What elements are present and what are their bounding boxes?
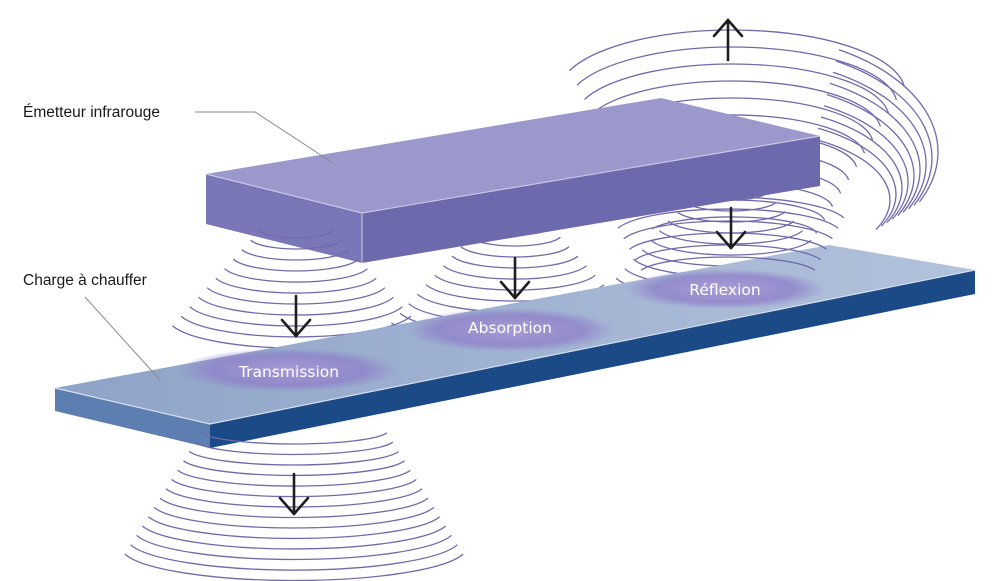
incident-wave-arc (650, 239, 812, 256)
effect-spots (178, 269, 825, 392)
reflected-wave-arc (823, 105, 909, 220)
arrow-down-icon (499, 256, 531, 300)
transmitted-wave-arc (136, 534, 452, 561)
incident-wave-arc (241, 249, 351, 261)
arrow-down-icon (715, 206, 747, 250)
reflection-ring-arc (640, 256, 816, 271)
plate-front-face (210, 270, 975, 448)
transmitted-wave-arc (153, 506, 435, 529)
plate-left-face (55, 388, 210, 448)
incident-wave-arc (460, 246, 570, 258)
incident-wave-arc (693, 192, 769, 201)
incident-wave-arc (215, 277, 377, 294)
transmitted-wave-arc (124, 553, 464, 581)
reflected-wave-arc (584, 63, 890, 114)
infrared-emitter (205, 98, 821, 263)
incident-wave-arc (250, 239, 342, 250)
emitter-top-face (206, 98, 820, 213)
arrow-down-icon (278, 472, 310, 516)
absorption-spot (406, 308, 614, 352)
emitter-callout: Émetteur infrarouge (23, 104, 334, 164)
transmitted-wave-arc (147, 516, 441, 540)
transmission-spot (178, 348, 398, 392)
incident-wave-arc (477, 227, 553, 236)
incident-wave-arc (224, 268, 368, 283)
reflected-wave-arc (838, 49, 939, 203)
reflected-wave-arc (835, 60, 933, 206)
transmitted-wave-arc (194, 441, 394, 456)
emitter-front-face (206, 174, 362, 263)
emitter-callout-label: Émetteur infrarouge (23, 104, 160, 121)
reflected-wave-arc (829, 82, 921, 213)
arrow-up-icon (712, 18, 744, 62)
absorption-label: Absorption (468, 319, 552, 337)
reflection-label: Réflexion (689, 281, 760, 299)
load-leader-line (84, 296, 161, 381)
reflected-wave-arc (820, 116, 903, 224)
transmitted-wave-arc (130, 544, 458, 571)
reflection-ring-arc (629, 232, 827, 250)
direction-arrows (278, 18, 747, 516)
reflected-wave-arc (814, 138, 891, 231)
reflected-wave-arc (576, 46, 898, 101)
incident-wave-arc (232, 258, 360, 272)
reflected-wave-arc (832, 71, 927, 210)
reflected-wave-arc (817, 127, 897, 227)
reflection-ring-arc (623, 220, 833, 240)
reflected-wave-arc (591, 80, 882, 127)
transmitted-wave-arc (141, 525, 447, 550)
arrow-down-icon (280, 294, 312, 338)
load-callout: Charge à chauffer (23, 272, 161, 381)
emitter-side-face (362, 136, 820, 263)
load-callout-label: Charge à chauffer (23, 272, 147, 289)
transmitted-wave-arc (188, 450, 400, 466)
transmitted-wave-arc (200, 432, 388, 445)
reflection-ring-arc (611, 196, 845, 219)
transmission-label: Transmission (238, 363, 339, 381)
reflected-wave-arc (826, 93, 915, 217)
reflection-ring-arc (617, 208, 839, 229)
emitter-leader-line (195, 111, 334, 164)
transmitted-wave-arc (159, 497, 429, 519)
incident-wave-arc (258, 230, 334, 239)
reflection-spot (625, 269, 825, 309)
reflected-wave-arc (651, 216, 818, 234)
incident-wave-arc (469, 236, 561, 247)
reflected-wave-arc (568, 29, 905, 87)
